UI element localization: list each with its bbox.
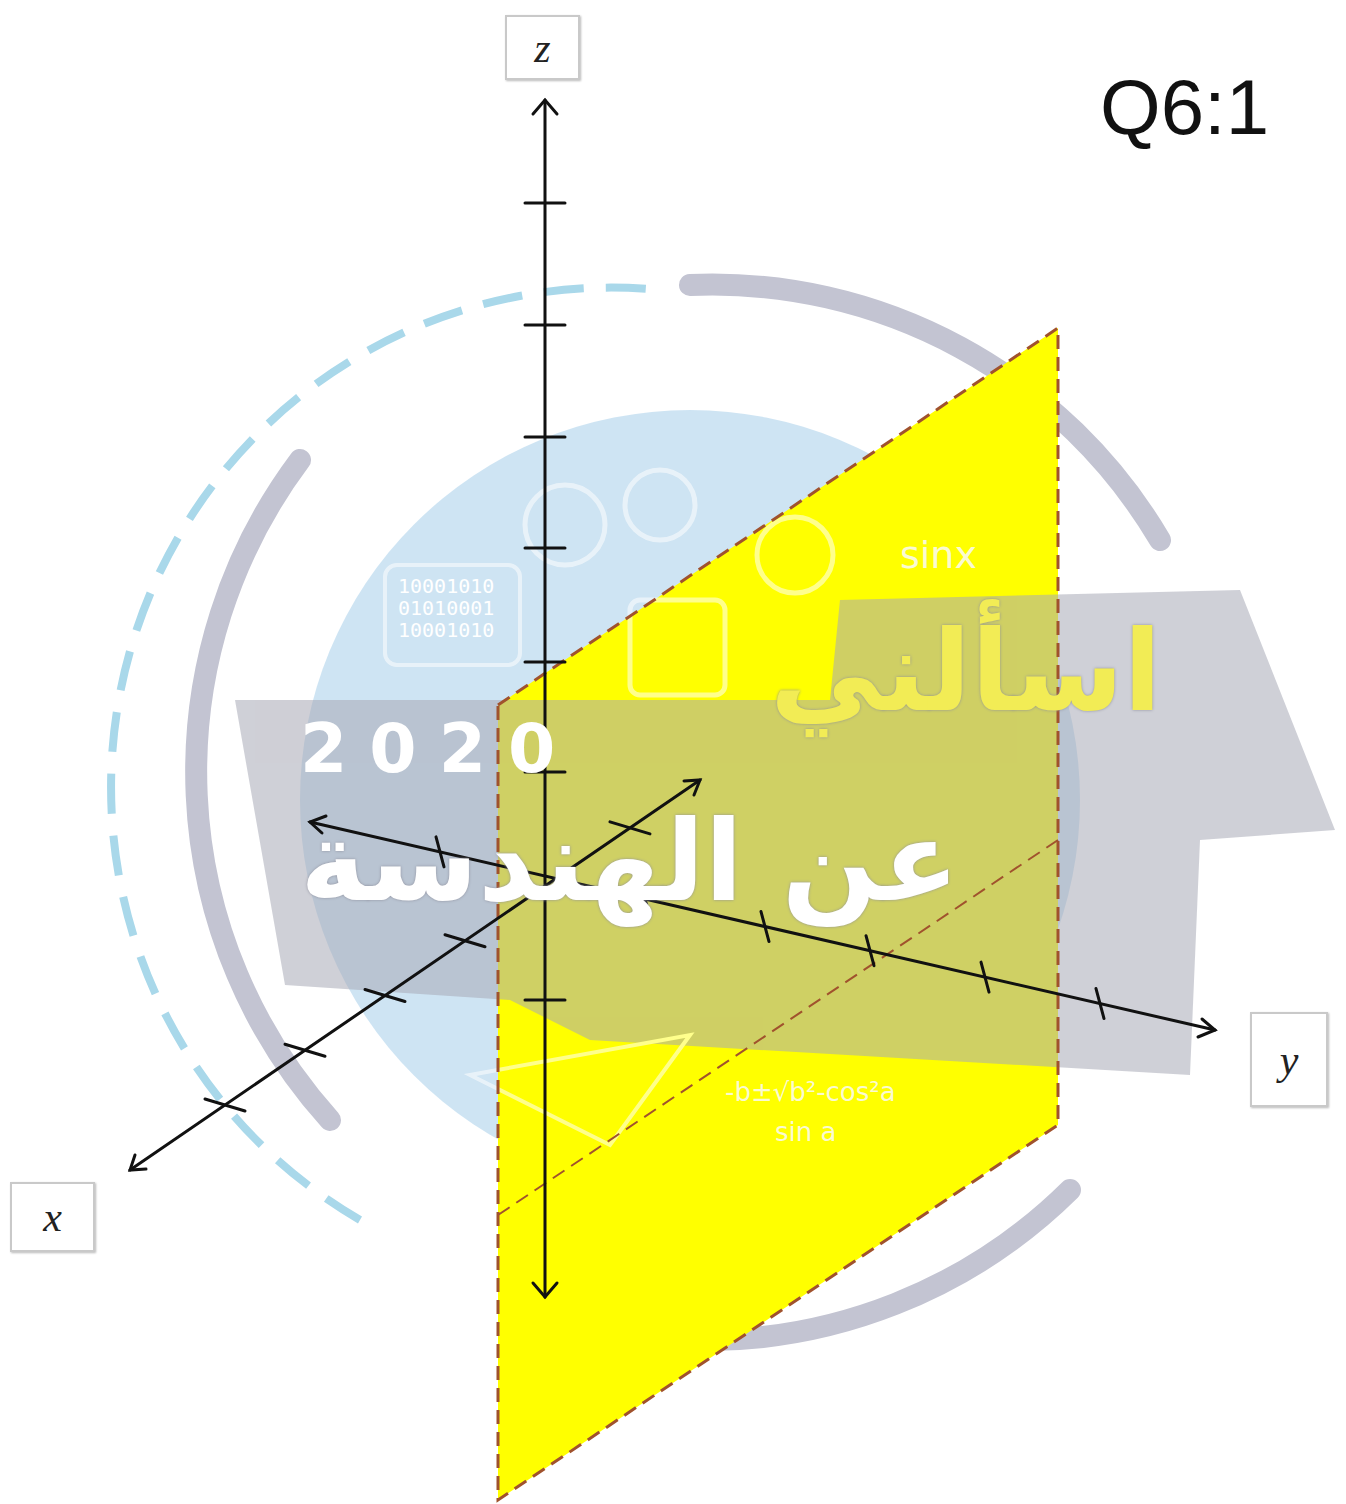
- watermark-formula: -b±√b²-cos²a: [725, 1078, 896, 1107]
- arrow-head: [1198, 1019, 1215, 1037]
- tick-mark: [866, 936, 874, 966]
- tick-mark: [365, 990, 405, 1002]
- tick-mark: [525, 661, 565, 664]
- question-number: Q6:1: [1100, 65, 1269, 151]
- watermark-gear: [625, 470, 695, 540]
- tick-mark: [525, 436, 565, 439]
- watermark-band: [235, 470, 1335, 1145]
- watermark-banner: [235, 590, 1335, 1075]
- watermark-triangle: [470, 1035, 690, 1145]
- watermark-binary: 10001010 01010001 10001010: [398, 575, 508, 641]
- watermark-gear: [525, 485, 605, 565]
- watermark-formula: sin a: [775, 1118, 836, 1147]
- watermark-bulb: [757, 517, 833, 593]
- tick-mark: [205, 1099, 245, 1111]
- watermark-year: 2020: [300, 712, 577, 787]
- axis-label-box: y: [1250, 1012, 1328, 1107]
- arrow-head: [130, 1155, 146, 1170]
- watermark-bubble: [385, 565, 520, 665]
- tick-mark: [525, 324, 565, 327]
- tick-mark: [1096, 989, 1104, 1019]
- watermark-robot: [630, 600, 725, 695]
- arrow-head: [533, 1283, 557, 1297]
- watermark-formula: sinx: [900, 535, 977, 577]
- tick-mark: [525, 999, 565, 1002]
- tick-mark: [445, 935, 485, 947]
- axis-label-box: x: [10, 1182, 95, 1252]
- axis-label-box: z: [505, 15, 580, 80]
- tick-mark: [525, 547, 565, 550]
- axes: [130, 100, 1215, 1297]
- watermark-title: اسألني: [770, 610, 1162, 733]
- tick-mark: [981, 962, 989, 992]
- arrow-head: [684, 780, 700, 795]
- watermark-title: عن الهندسة: [300, 800, 959, 923]
- arrow-head: [533, 100, 557, 114]
- tick-mark: [285, 1044, 325, 1056]
- z-axis: [544, 100, 547, 1297]
- axis-name: z: [534, 27, 550, 69]
- axis-name: y: [1280, 1039, 1299, 1081]
- tick-mark: [525, 202, 565, 205]
- axis-name: x: [43, 1196, 62, 1238]
